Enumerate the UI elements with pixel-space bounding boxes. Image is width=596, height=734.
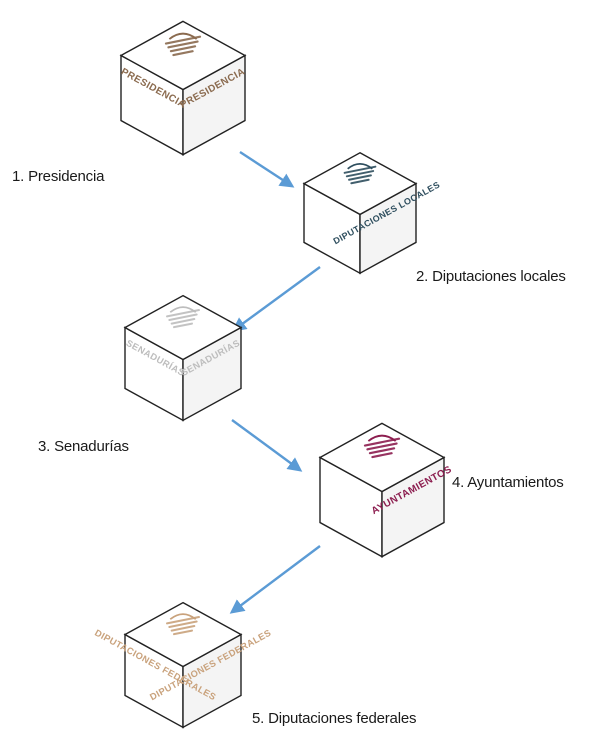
cube-emblem-stripe <box>345 170 375 178</box>
cube-top-face <box>318 422 446 493</box>
step-label-diputaciones-locales: 2. Diputaciones locales <box>416 268 566 285</box>
cube-emblem-roof <box>347 163 373 170</box>
cube-top-face <box>302 152 418 216</box>
flow-arrow <box>239 150 295 188</box>
cube-emblem-stripe <box>168 313 198 321</box>
flow-arrow <box>229 545 321 614</box>
cube-diputaciones-locales: DIPUTACIONES LOCALES <box>302 152 442 275</box>
cube-top-face <box>123 294 243 361</box>
cube-emblem-stripe <box>172 629 194 636</box>
flow-arrow <box>231 266 321 332</box>
step-label-presidencia: 1. Presidencia <box>12 168 105 185</box>
cube-top-emblem <box>166 613 200 636</box>
cube-emblem-stripe <box>168 620 198 628</box>
cube-emblem-stripe <box>167 40 199 49</box>
cube-top-emblem <box>164 32 202 57</box>
arrows-layer <box>229 150 321 614</box>
cube-ayuntamientos: AYUNTAMIENTOS <box>318 422 454 558</box>
cube-emblem-stripe <box>172 322 194 329</box>
cube-emblem-roof <box>169 306 197 313</box>
step-label-ayuntamientos: 4. Ayuntamientos <box>452 474 564 491</box>
cube-emblem-stripe <box>368 447 396 455</box>
cube-top-emblem <box>363 434 401 459</box>
cube-top-face <box>119 20 247 91</box>
cube-emblem-roof <box>169 613 197 620</box>
cube-emblem-stripe <box>172 50 194 57</box>
cube-emblem-stripe <box>366 442 398 451</box>
cube-emblem-stripe <box>169 45 197 53</box>
cube-top-face <box>123 601 243 668</box>
step-label-diputaciones-federales: 5. Diputaciones federales <box>252 710 417 727</box>
cube-emblem-stripe <box>170 318 196 325</box>
cube-emblem-stripe <box>371 452 393 459</box>
cube-emblem-stripe <box>348 174 372 181</box>
cube-emblem-roof <box>367 434 397 442</box>
cube-emblem-stripe <box>170 625 196 632</box>
flow-arrow <box>231 419 303 472</box>
cube-top-emblem <box>166 306 200 329</box>
step-label-senadurias: 3. Senadurías <box>38 438 129 455</box>
cube-emblem-roof <box>168 32 198 40</box>
cube-top-emblem <box>343 163 377 185</box>
cube-emblem-stripe <box>350 178 370 185</box>
